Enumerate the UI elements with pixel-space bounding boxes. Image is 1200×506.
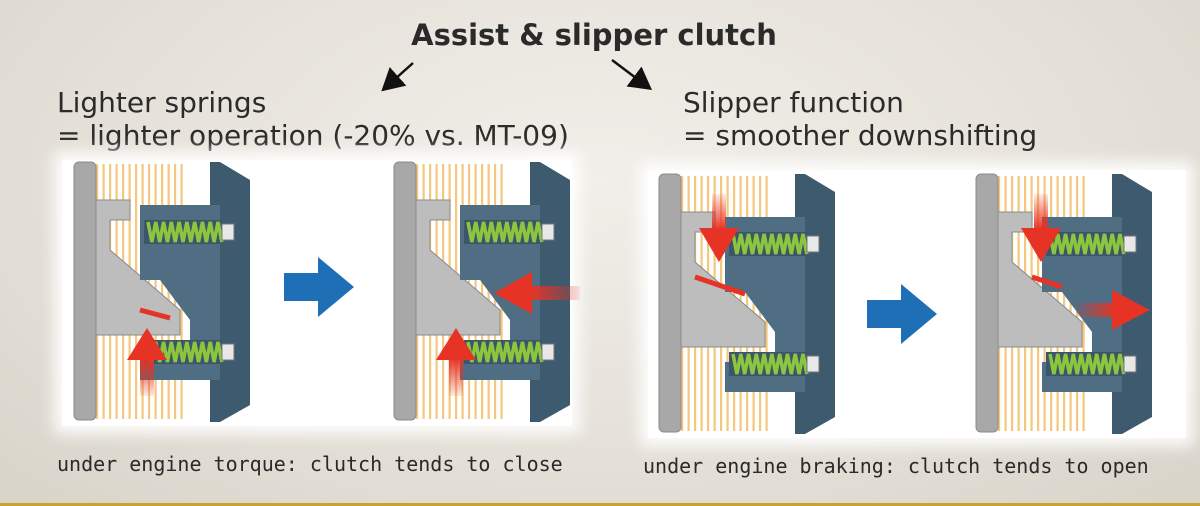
caption-engine-torque: under engine torque: clutch tends to clo… (57, 452, 563, 476)
clutch-diagram-torque-before (73, 161, 250, 422)
spring (466, 341, 544, 363)
force-arrow-up (127, 328, 167, 396)
force-arrow-down (1021, 194, 1061, 262)
friction-disc (746, 176, 749, 431)
bottom-accent-line (0, 503, 1200, 506)
bolt-head (221, 223, 235, 241)
bolt-head (221, 343, 235, 361)
friction-disc (161, 164, 164, 419)
spring (146, 221, 224, 243)
bolt-head (541, 223, 555, 241)
spring (1048, 233, 1126, 255)
clutch-boss-body (140, 205, 220, 380)
clutch-cross-section (393, 161, 570, 422)
pressure-plate (73, 161, 97, 421)
friction-disc (481, 164, 484, 419)
friction-disc (1063, 176, 1066, 431)
force-arrow-left (494, 272, 580, 314)
spring (1048, 353, 1126, 375)
contact-highlight (139, 307, 171, 321)
bolt-head (541, 343, 555, 361)
spring (466, 221, 544, 243)
flow-arrow-right (867, 284, 937, 344)
flow-arrow-left (284, 257, 354, 317)
bolt-head (806, 235, 820, 253)
diagram-title: Assist & slipper clutch (411, 18, 777, 52)
friction-disc (1069, 176, 1072, 431)
pointer-arrow-right (611, 59, 652, 90)
clutch-diagram-torque-after (393, 161, 580, 422)
left-heading-line2: = lighter operation (-20% vs. MT-09) (57, 119, 569, 152)
clutch-cross-section (658, 173, 835, 434)
friction-disc (752, 176, 755, 431)
pressure-plate-cam (415, 199, 501, 336)
spring (731, 353, 809, 375)
friction-disc (487, 164, 490, 419)
clutch-boss-body (725, 217, 805, 392)
spring (731, 233, 809, 255)
bolt-head (806, 355, 820, 373)
contact-highlight (694, 274, 746, 297)
clutch-cross-section (73, 161, 250, 422)
bolt-head (1123, 355, 1137, 373)
force-arrow-right (1077, 290, 1150, 330)
pressure-plate (658, 173, 682, 433)
caption-engine-braking: under engine braking: clutch tends to op… (643, 454, 1149, 478)
left-heading-line1: Lighter springs (57, 86, 267, 119)
force-arrow-up (436, 328, 476, 396)
pressure-plate-cam (95, 199, 181, 336)
clutch-diagram-braking-before (658, 173, 835, 434)
clutch-diagram-braking-after (975, 173, 1152, 434)
friction-disc (167, 164, 170, 419)
pressure-plate (393, 161, 417, 421)
right-heading-line1: Slipper function (683, 86, 904, 119)
pressure-plate (975, 173, 999, 433)
pointer-arrow-left (381, 62, 414, 92)
title-pointer-arrows (381, 59, 652, 92)
bolt-head (1123, 235, 1137, 253)
contact-highlight (1031, 274, 1063, 290)
right-heading-line2: = smoother downshifting (683, 119, 1038, 152)
force-arrow-down (699, 194, 739, 262)
pressure-plate-cam (997, 211, 1083, 348)
